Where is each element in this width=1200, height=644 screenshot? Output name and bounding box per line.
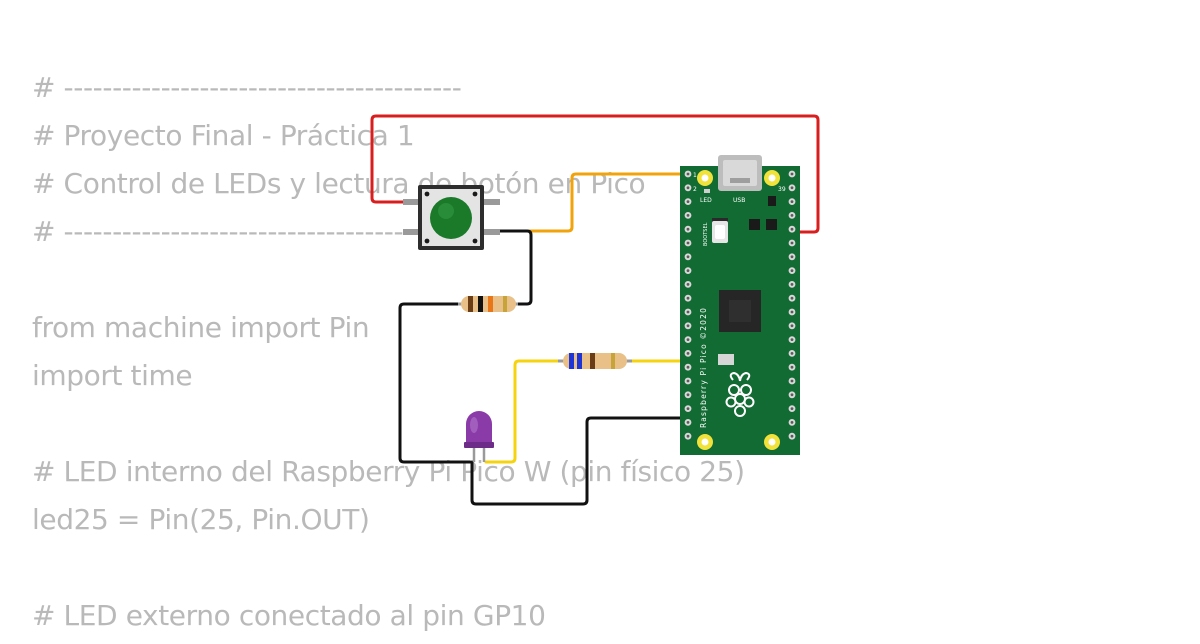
wire-black-loop[interactable] (398, 302, 472, 464)
pico-pin-left-19[interactable] (684, 419, 692, 426)
pico-pin-right-11[interactable] (788, 308, 796, 316)
code-line: from machine import Pin (32, 311, 370, 344)
code-line: # Proyecto Final - Práctica 1 (32, 119, 415, 152)
pico-pin-right-1[interactable] (788, 170, 796, 178)
pico-pin-right-17[interactable] (788, 391, 796, 399)
pico-pin-right-7[interactable] (788, 253, 796, 261)
pico-pin-left-18[interactable] (684, 405, 692, 412)
rp2040-chip (719, 290, 761, 332)
pin-label-39: 39 (778, 186, 786, 193)
code-line: # LED interno del Raspberry Pi Pico W (p… (32, 455, 745, 488)
led-purple[interactable] (464, 411, 494, 462)
code-line: import time (32, 359, 193, 392)
code-line: # LED externo conectado al pin GP10 (32, 599, 546, 632)
pico-pin-right-10[interactable] (788, 294, 796, 302)
usb-connector (718, 155, 762, 191)
mounting-holes (697, 170, 780, 450)
pico-pin-left-10[interactable] (684, 294, 692, 302)
wire-black-pico[interactable] (470, 416, 692, 506)
code-line: # Control de LEDs y lectura de botón en … (32, 167, 646, 200)
code-line: led25 = Pin(25, Pin.OUT) (32, 503, 370, 536)
pico-pin-right-15[interactable] (788, 363, 796, 371)
pico-pin-left-14[interactable] (684, 350, 692, 357)
pico-pin-left-3[interactable] (684, 198, 692, 206)
pico-pins-right (788, 170, 796, 440)
pin-label-2: 2 (693, 186, 697, 193)
led-label: LED (700, 197, 712, 204)
pico-pin-left-17[interactable] (684, 391, 692, 399)
raspberry-logo-icon (725, 371, 755, 417)
code-line: # --------------------------------------… (32, 215, 462, 248)
pico-pin-left-1[interactable] (684, 170, 692, 178)
pico-pins-left (684, 170, 692, 440)
bootsel-button[interactable] (712, 221, 728, 243)
wire-black-button[interactable] (498, 229, 533, 306)
board-name: Raspberry Pi Pico ©2020 (699, 307, 708, 428)
resistor-led[interactable] (558, 353, 632, 369)
pico-pin-right-13[interactable] (788, 336, 796, 343)
pico-pin-left-12[interactable] (684, 322, 692, 330)
pico-pin-right-4[interactable] (788, 212, 796, 219)
pico-pin-right-9[interactable] (788, 281, 796, 288)
pico-pin-right-18[interactable] (788, 405, 796, 412)
pico-pin-left-8[interactable] (684, 267, 692, 274)
pico-pin-left-2[interactable] (684, 184, 692, 192)
raspberry-pi-pico[interactable]: 1 2 39 LED USB BOOTSEL Raspberry Pi Pico… (680, 155, 800, 455)
pico-pin-left-5[interactable] (684, 225, 692, 233)
usb-label: USB (733, 197, 745, 204)
pico-pin-left-16[interactable] (684, 377, 692, 385)
pico-pin-right-20[interactable] (788, 432, 796, 440)
resistor-button[interactable] (458, 296, 518, 312)
pico-pin-left-13[interactable] (684, 336, 692, 343)
code-editor[interactable]: # --------------------------------------… (32, 68, 745, 644)
pin-label-1: 1 (693, 172, 697, 179)
pico-pin-right-19[interactable] (788, 419, 796, 426)
circuit-diagram: 1 2 39 LED USB BOOTSEL Raspberry Pi Pico… (370, 114, 820, 506)
bootsel-label: BOOTSEL (703, 222, 709, 246)
pico-pin-right-8[interactable] (788, 267, 796, 274)
push-button[interactable] (403, 185, 500, 250)
pico-pin-right-6[interactable] (788, 239, 796, 247)
onboard-led (704, 189, 710, 193)
pico-pin-left-4[interactable] (684, 212, 692, 219)
pico-pin-right-16[interactable] (788, 377, 796, 385)
wire-red[interactable] (370, 114, 820, 234)
pico-pin-left-9[interactable] (684, 281, 692, 288)
pico-pin-right-5[interactable] (788, 225, 796, 233)
code-line: # --------------------------------------… (32, 71, 462, 104)
pico-pin-left-7[interactable] (684, 253, 692, 261)
pico-pin-left-20[interactable] (684, 432, 692, 440)
pico-pin-left-6[interactable] (684, 239, 692, 247)
wires (370, 114, 820, 506)
pico-pin-left-15[interactable] (684, 363, 692, 371)
pico-pin-right-12[interactable] (788, 322, 796, 330)
button-cap[interactable] (430, 197, 472, 239)
pico-pin-left-11[interactable] (684, 308, 692, 316)
pico-pin-right-2[interactable] (788, 184, 796, 192)
wire-orange[interactable] (498, 172, 692, 233)
pico-pin-right-3[interactable] (788, 198, 796, 206)
pico-pin-right-14[interactable] (788, 350, 796, 357)
wire-yellow[interactable] (484, 359, 564, 464)
